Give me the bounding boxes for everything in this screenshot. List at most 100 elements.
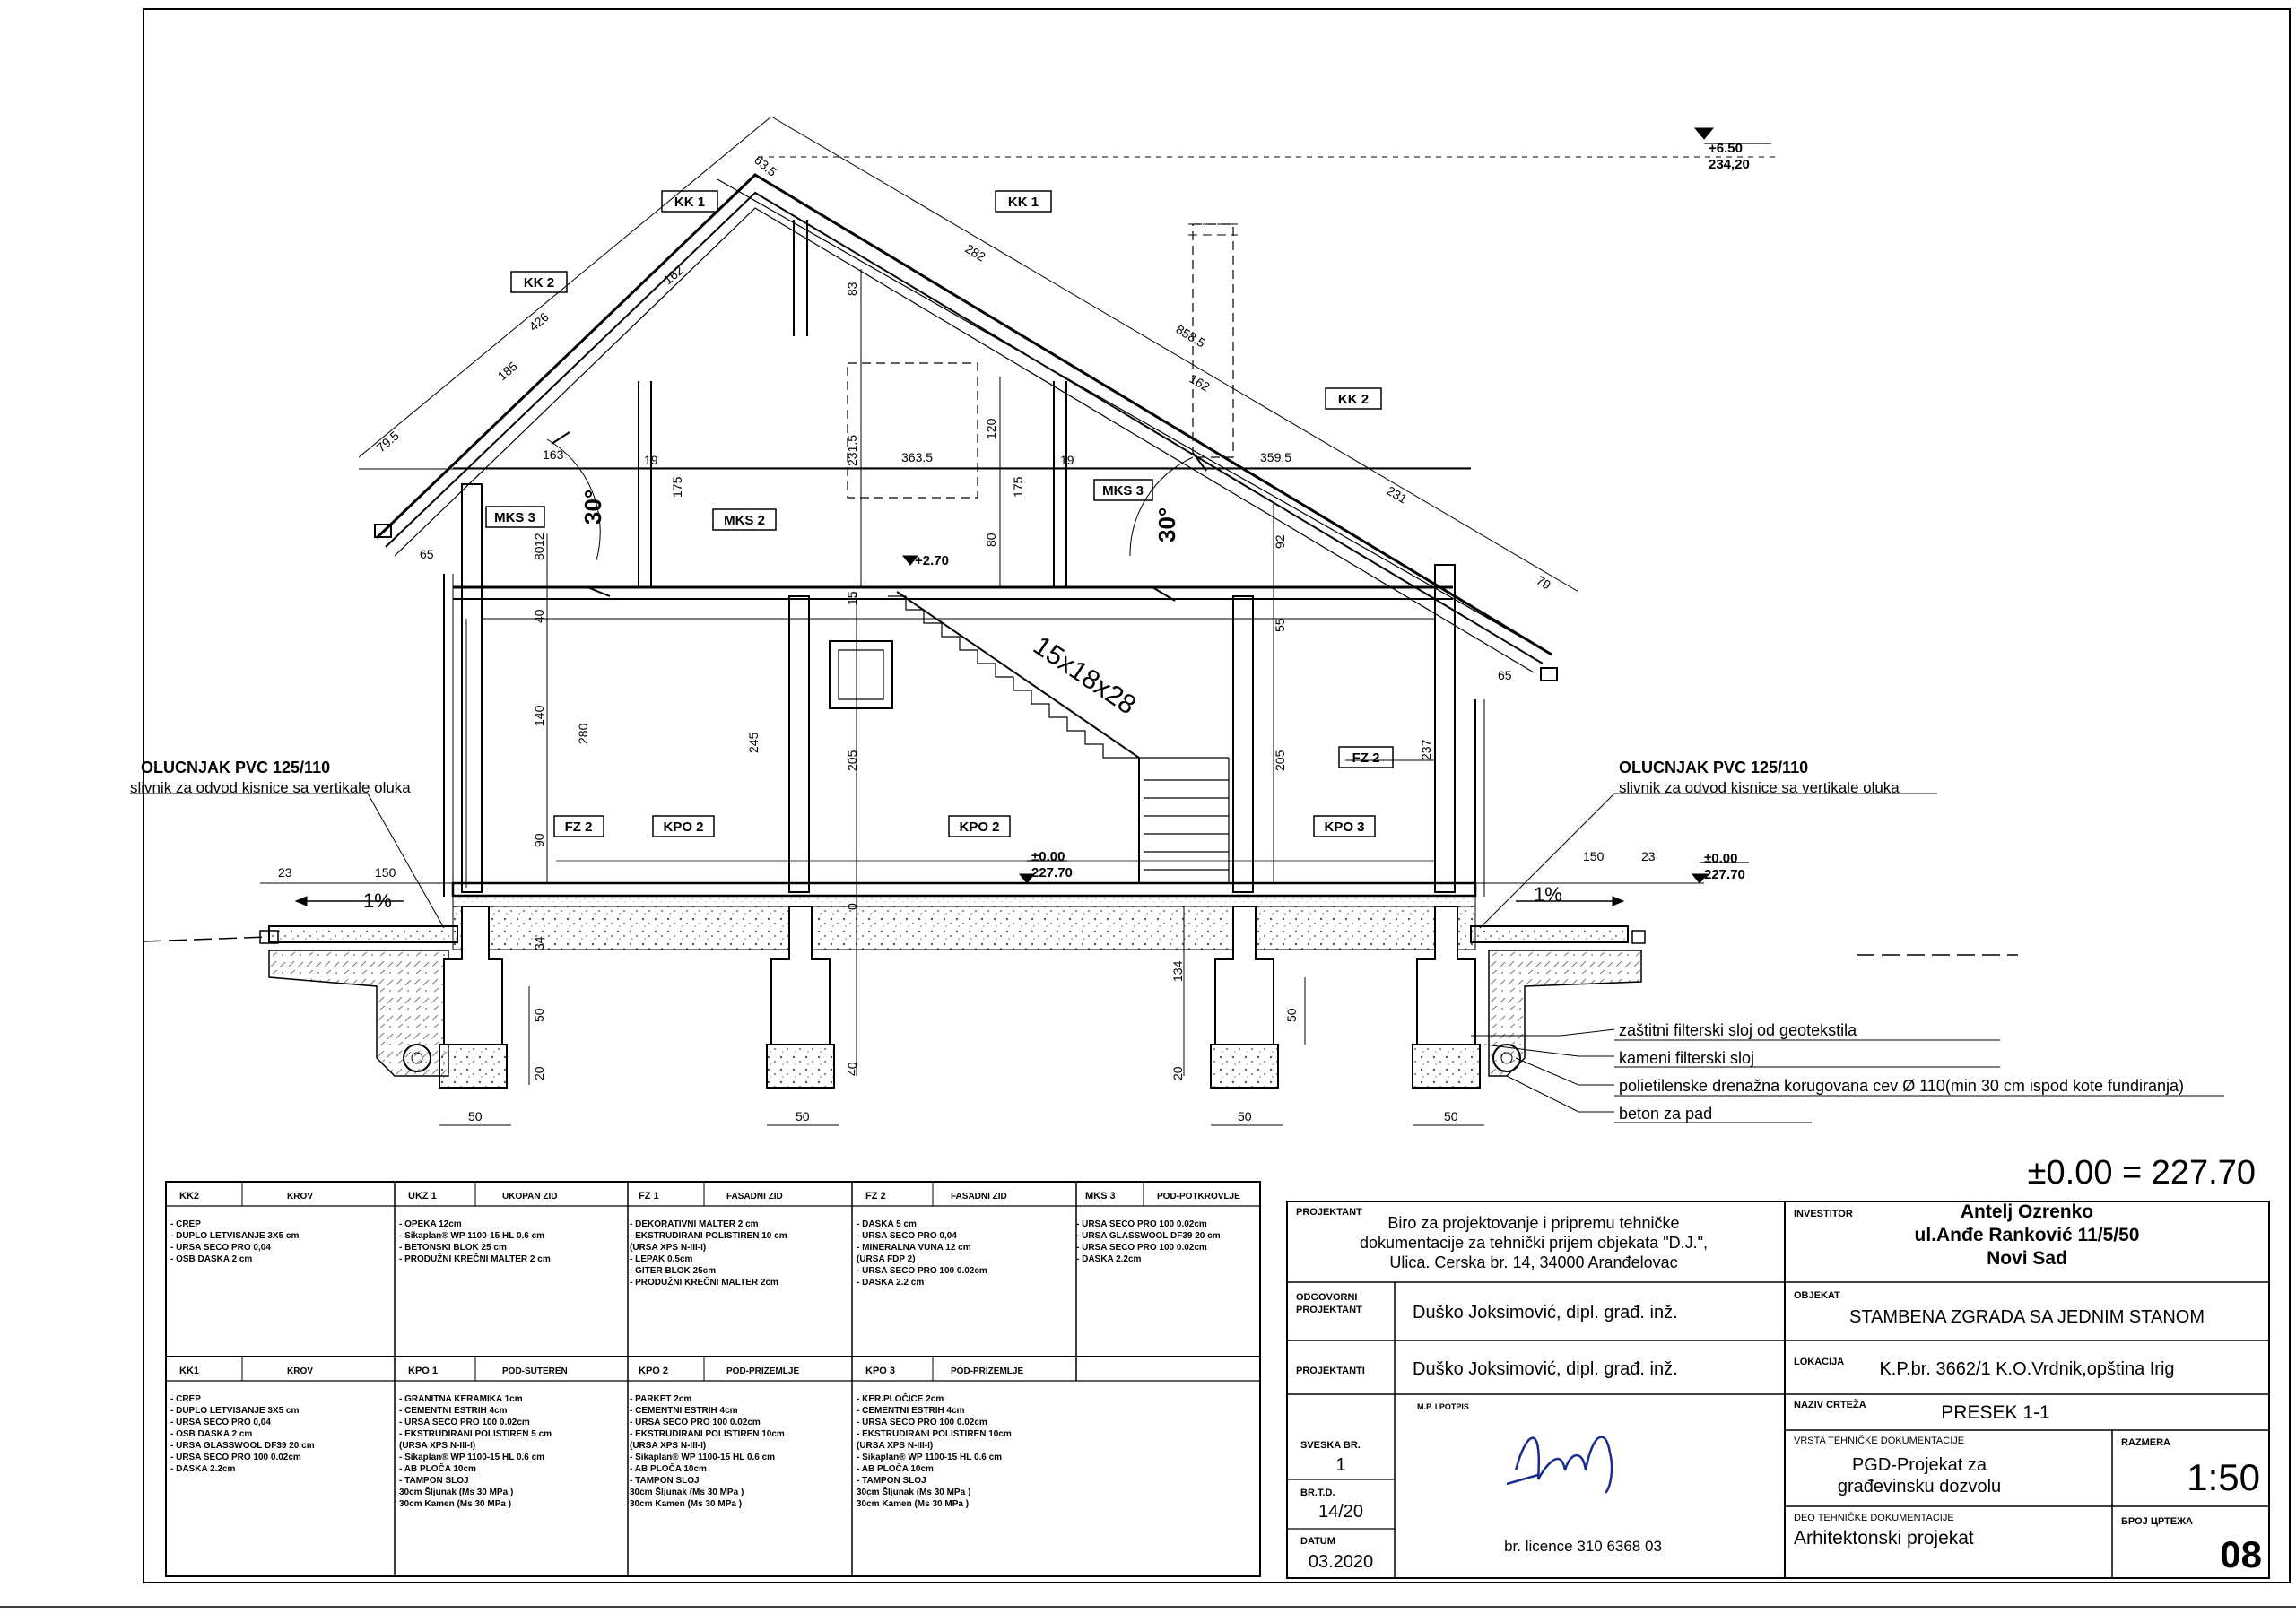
legend-layer-item: - GITER BLOK 25cm [630,1266,716,1276]
legend-layer-item: (URSA FDP 2) [857,1254,916,1264]
legend-code: KK2 [179,1191,199,1201]
sheet-frame [143,8,2291,1583]
dim: 50 [1238,1109,1252,1123]
legend-layer-item: - BETONSKI BLOK 25 cm [399,1243,507,1253]
level-zero-a: ±0.00 [1031,849,1065,864]
vrsta-line2: građevinsku dozvolu [1838,1477,2001,1496]
projektant-line1: Biro za projektovanje i pripremu tehničk… [1387,1214,1679,1232]
mp-label: M.P. I POTPIS [1417,1402,1469,1411]
legend-layer-item: - URSA SECO PRO 100 0.02cm [399,1418,530,1427]
dim: 65 [420,547,434,561]
legend-layer-item: 30cm Šljunak (Ms 30 MPa ) [630,1486,744,1497]
dim: 80 [984,533,998,547]
odgovorni-label-2: PROJEKTANT [1296,1305,1362,1315]
dim: 23 [1641,849,1656,863]
tag-kpo2-left: KPO 2 [663,820,703,835]
odgovorni-label-1: ODGOVORNI [1296,1292,1357,1303]
dim: 83 [845,282,859,296]
investitor-name: Antelj Ozrenko [1961,1201,2093,1222]
dim: 92 [1273,534,1287,549]
legend-layer-item: (URSA XPS N-III-I) [399,1441,475,1451]
legend-layer-item: - Sikaplan® WP 1100-15 HL 0.6 cm [857,1453,1002,1462]
legend-code: MKS 3 [1085,1191,1116,1201]
datum-value: 03.2020 [1309,1552,1373,1572]
datum-label: DATUM [1300,1536,1335,1547]
dim: 120 [984,418,998,439]
legend-layer-item: - URSA SECO PRO 100 0.02cm [1076,1243,1207,1253]
legend-layer-item: - TAMPON SLOJ [630,1476,700,1486]
legend-layer-item: - CREP [170,1394,201,1404]
tag-kk2-left: KK 2 [524,275,554,291]
legend-layer-name: KROV [287,1366,313,1376]
legend-layer-item: - EKSTRUDIRANI POLISTIREN 10cm [857,1429,1012,1439]
naziv-value: PRESEK 1-1 [1941,1402,2049,1423]
dim: 858.5 [1173,322,1207,351]
dim: 280 [576,723,590,744]
legend-layer-item: - PRODUŽNI KREČNI MALTER 2cm [630,1276,778,1288]
legend-layer-item: 30cm Šljunak (Ms 30 MPa ) [399,1486,513,1497]
dim: 23 [278,865,292,880]
note-stone-filter: kameni filterski sloj [1619,1049,1754,1067]
legend-layer-item: (URSA XPS N-III-I) [630,1441,706,1451]
legend-code: KPO 1 [408,1366,438,1376]
level-right-b: 227.70 [1704,867,1745,882]
gutter-right-desc: slivnik za odvod kisnice sa vertikale ol… [1619,779,1900,796]
slope-left: 1% [363,889,392,912]
gutter-left-desc: slivnik za odvod kisnice sa vertikale ol… [130,779,411,796]
legend-layer-item: - URSA SECO PRO 100 0.02cm [857,1266,987,1276]
tag-mks2: MKS 2 [724,513,765,528]
dim: 237 [1419,739,1433,760]
legend-layer-item: - GRANITNA KERAMIKA 1cm [399,1394,523,1404]
legend-layer-item: - URSA SECO PRO 100 0.02cm [1076,1219,1207,1229]
slope-right: 1% [1534,883,1562,906]
legend-layer-name: POD-PRIZEMLJE [726,1366,799,1376]
title-block-text: PROJEKTANT Biro za projektovanje i pripr… [1296,1201,2262,1575]
legend-layer-item: - CEMENTNI ESTRIH 4cm [399,1406,508,1416]
brtd-value: 14/20 [1318,1502,1363,1522]
legend-layer-name: POD-SUTEREN [502,1366,568,1376]
broj-label: БРОЈ ЦРТЕЖА [2121,1516,2193,1527]
legend-layer-item: - CEMENTNI ESTRIH 4cm [630,1406,738,1416]
legend-layer-name: POD-POTKROVLJE [1157,1192,1240,1201]
dim: 0 [845,903,859,910]
legend-layer-item: - LEPAK 0.5cm [630,1254,692,1264]
gutter-left-title: OLUCNJAK PVC 125/110 [141,759,330,776]
dim: 150 [1583,849,1605,863]
investitor-address: ul.Anđe Ranković 11/5/50 [1915,1225,2140,1245]
tag-kpo2-mid: KPO 2 [959,820,999,835]
legend-layer-item: - AB PLOČA 10cm [630,1462,707,1474]
projektant-line2: dokumentacije za tehnički prijem objekat… [1360,1234,1708,1252]
dim: 363.5 [901,450,933,464]
objekat-label: OBJEKAT [1794,1290,1840,1301]
dim: 55 [1273,618,1287,632]
level-right-a: ±0.00 [1704,851,1737,866]
dim: 19 [644,453,658,467]
legend-layer-item: 30cm Kamen (Ms 30 MPa ) [399,1499,511,1509]
legend-layer-item: - OSB DASKA 2 cm [170,1429,252,1439]
note-drain-pipe: polietilenske drenažna korugovana cev Ø … [1619,1077,2184,1095]
level-mid: +2.70 [915,553,949,568]
legend-layer-item: - URSA SECO PRO 0,04 [170,1243,271,1253]
stair-label: 15x18x28 [1028,630,1141,720]
dim: 150 [375,865,396,880]
naziv-label: NAZIV CRTEŽA [1794,1399,1866,1410]
brtd-label: BR.T.D. [1300,1488,1335,1498]
legend-layer-item: - EKSTRUDIRANI POLISTIREN 5 cm [399,1429,552,1439]
legend-layer-item: (URSA XPS N-III-I) [630,1243,706,1253]
legend-code: KPO 3 [865,1366,895,1376]
level-equation: ±0.00 = 227.70 [2028,1154,2256,1192]
dim: 163 [543,447,564,462]
dim: 426 [526,309,552,334]
note-concrete-slope: beton za pad [1619,1105,1712,1123]
dim: 90 [532,833,546,847]
legend-layer-item: - OPEKA 12cm [399,1219,462,1229]
legend-code: UKZ 1 [408,1191,437,1201]
legend-layer-item: - EKSTRUDIRANI POLISTIREN 10cm [630,1429,785,1439]
projektant-label: PROJEKTANT [1296,1207,1362,1218]
dim: 80 [532,546,546,560]
dim: 162 [661,263,686,287]
dim: 79 [1534,573,1553,593]
legend-layer-item: - URSA SECO PRO 100 0.02cm [630,1418,761,1427]
dim: 245 [746,732,761,753]
